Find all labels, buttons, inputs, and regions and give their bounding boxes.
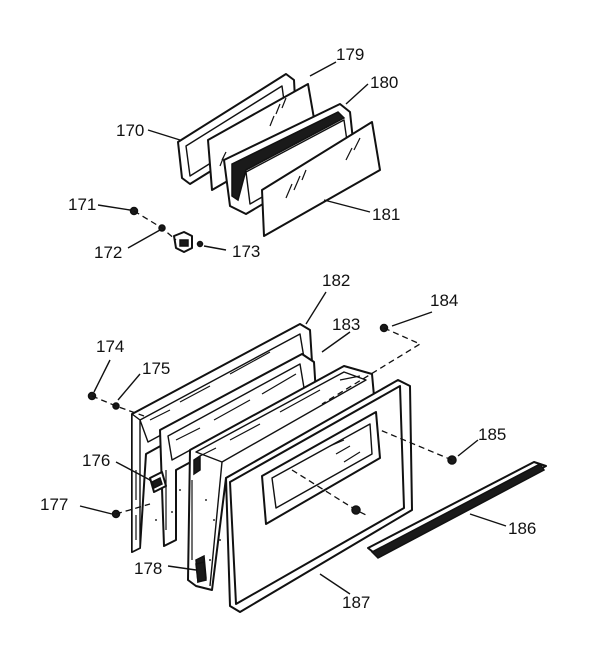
callout-180: 180 (370, 73, 398, 92)
callout-171: 171 (68, 195, 96, 214)
callout-176: 176 (82, 451, 110, 470)
part-176-hinge (149, 471, 167, 493)
callout-178: 178 (134, 559, 162, 578)
leader-lines (79, 61, 507, 595)
callout-184: 184 (430, 291, 458, 310)
callout-172: 172 (94, 243, 122, 262)
part-187-outer-door-panel (225, 379, 413, 613)
callout-179: 179 (336, 45, 364, 64)
callout-187: 187 (342, 593, 370, 612)
callout-185: 185 (478, 425, 506, 444)
callout-181: 181 (372, 205, 400, 224)
callout-186: 186 (508, 519, 536, 538)
part-178-bracket (195, 561, 207, 583)
callout-177: 177 (40, 495, 68, 514)
callout-170: 170 (116, 121, 144, 140)
callout-173: 173 (232, 242, 260, 261)
part-186-handle (367, 461, 547, 559)
part-173-clip (173, 231, 204, 253)
callout-183: 183 (332, 315, 360, 334)
callout-174: 174 (96, 337, 124, 356)
callout-182: 182 (322, 271, 350, 290)
part-screw-center (351, 505, 361, 515)
callout-175: 175 (142, 359, 170, 378)
part-181-outer-glass (261, 121, 381, 237)
callout-labels: 170 179 180 181 171 172 173 182 183 184 … (40, 45, 536, 612)
